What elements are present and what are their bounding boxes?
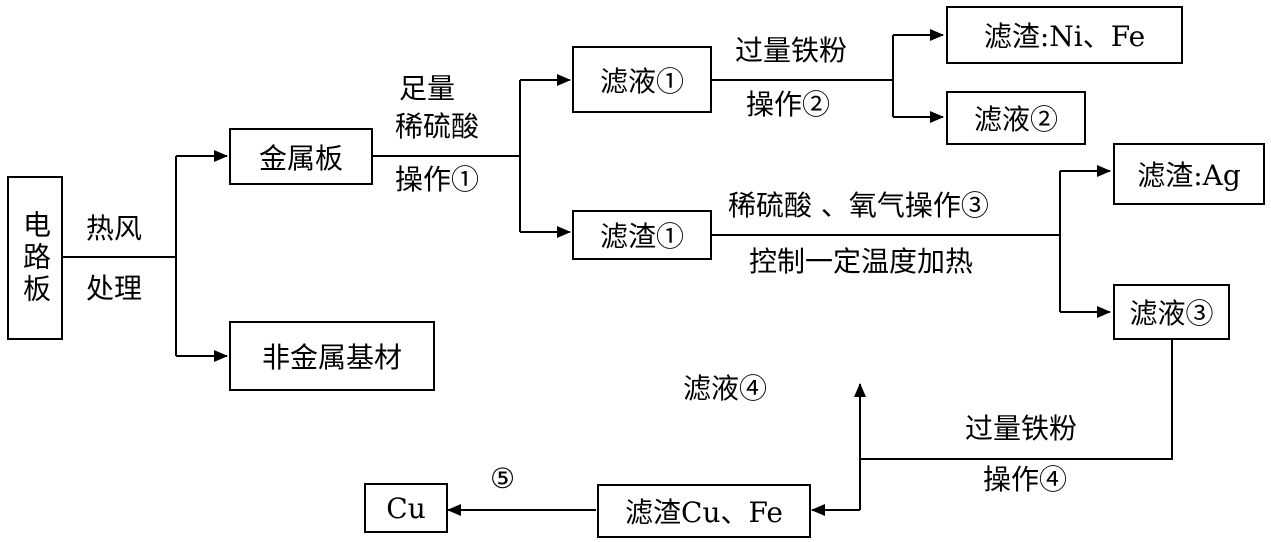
- residue-1-label: 滤渣①: [599, 220, 684, 253]
- filtrate-3-label: 滤液③: [1129, 297, 1214, 330]
- residue-ag-label: 滤渣:Ag: [1137, 159, 1241, 192]
- nonmetal-substrate-label: 非金属基材: [261, 341, 402, 374]
- metal-plate-label: 金属板: [258, 141, 343, 175]
- excess-iron-powder-label-b: 过量铁粉: [965, 412, 1078, 445]
- acid-oxygen-operation-3-label: 稀硫酸 、氧气操作③: [728, 189, 989, 222]
- dilute-sulfuric-acid-label: 稀硫酸: [395, 110, 480, 143]
- residue-1-box: 滤渣①: [572, 210, 712, 260]
- edge-filtrate3-path: [860, 340, 1173, 460]
- treatment-label: 处理: [86, 272, 143, 305]
- residue-ni-fe-box: 滤渣:Ni、Fe: [946, 6, 1183, 64]
- filtrate-4-label: 滤液④: [683, 372, 768, 405]
- excess-iron-powder-label-a: 过量铁粉: [735, 34, 848, 67]
- sufficient-label: 足量: [399, 72, 456, 105]
- operation-2-label: 操作②: [746, 88, 831, 121]
- circuit-board-label: 电路板: [19, 210, 52, 306]
- filtrate-2-label: 滤液②: [973, 103, 1058, 136]
- filtrate-2-box: 滤液②: [946, 91, 1086, 145]
- controlled-heating-label: 控制一定温度加热: [749, 245, 974, 278]
- residue-ni-fe-label: 滤渣:Ni、Fe: [983, 20, 1146, 53]
- residue-ag-box: 滤渣:Ag: [1113, 143, 1265, 205]
- step-5-label: ⑤: [490, 462, 516, 495]
- residue-cu-fe-box: 滤渣Cu、Fe: [597, 484, 811, 538]
- operation-1-label: 操作①: [395, 163, 480, 196]
- hot-air-label: 热风: [86, 212, 143, 245]
- cu-box: Cu: [364, 483, 448, 533]
- circuit-board-box: 电路板: [7, 176, 63, 340]
- operation-4-label: 操作④: [983, 463, 1068, 496]
- filtrate-1-label: 滤液①: [599, 64, 684, 98]
- filtrate-1-box: 滤液①: [572, 46, 712, 113]
- metal-plate-box: 金属板: [229, 128, 373, 185]
- filtrate-3-box: 滤液③: [1113, 284, 1230, 340]
- nonmetal-substrate-box: 非金属基材: [229, 321, 435, 391]
- cu-label: Cu: [386, 491, 426, 525]
- residue-cu-fe-label: 滤渣Cu、Fe: [625, 496, 783, 529]
